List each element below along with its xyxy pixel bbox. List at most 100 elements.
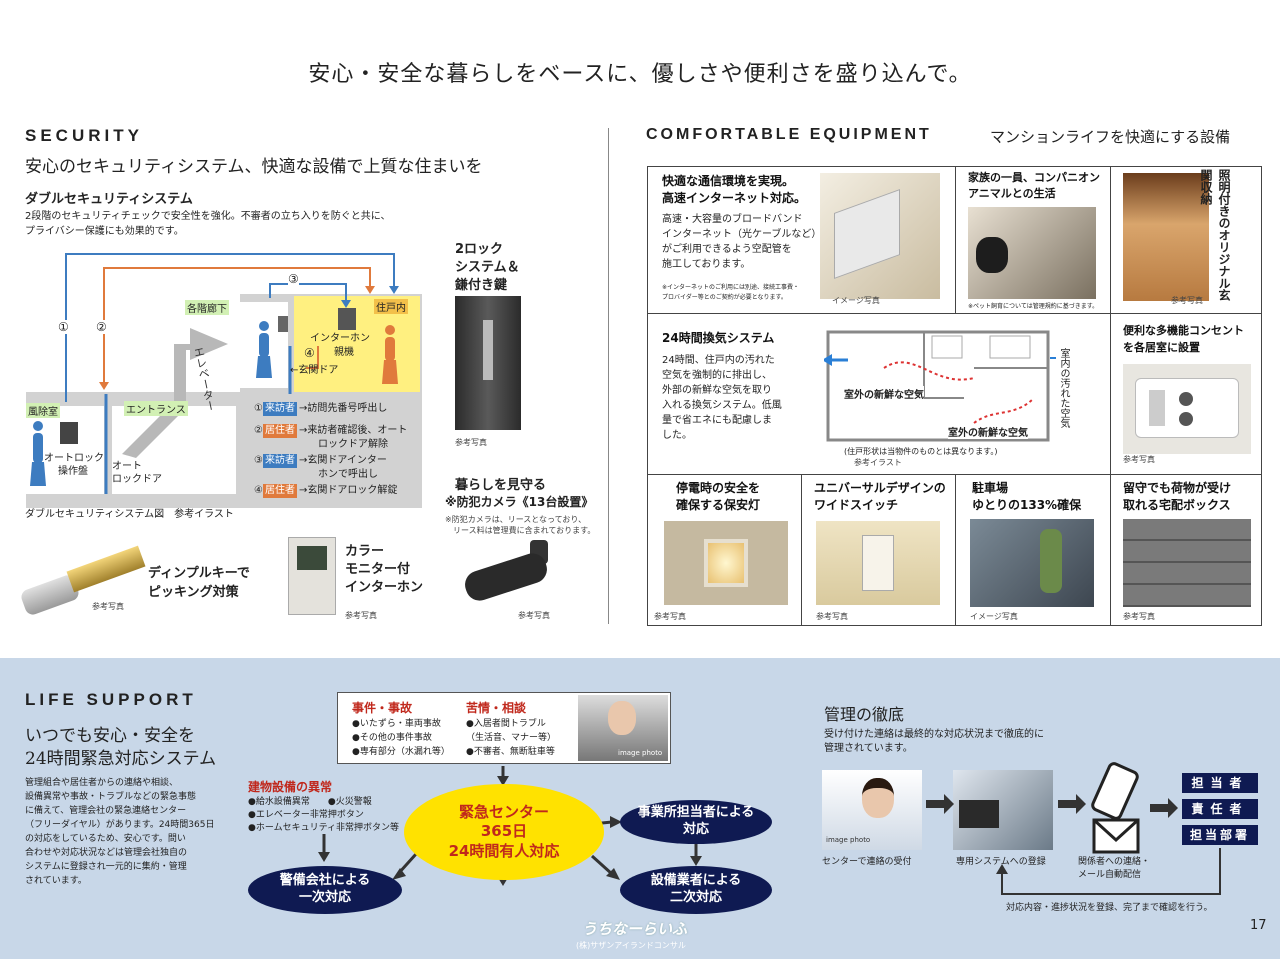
cell-parking: 駐車場 ゆとりの133%確保 イメージ写真 [955,474,1111,626]
cell-outlet: 便利な多機能コンセント を各居室に設置 参考写真 [1110,313,1262,475]
mgmt-bottom-note: 対応内容・進捗状況を登録、完了まで確認を行う。 [1006,903,1213,913]
life-desc-line: に備えて、管理会社の緊急連絡センター [25,806,187,816]
flow-3-label-2: メール自動配信 [1078,870,1142,880]
legend-num: ② [254,425,263,436]
legend-role: 来訪者 [262,402,297,416]
incident-title: 事件・事故 [352,701,413,715]
list-item: ●不審者、無断駐車等 [466,747,555,757]
vent-note: (住戸形状は当物件のものとは異なります。) [844,447,998,456]
diagram-label-autolock-panel-1: オートロック [44,453,104,464]
delivery-title-2: 取れる宅配ボックス [1123,498,1231,512]
facility-co-label-1: 設備業者による [650,873,742,889]
delivery-caption: 参考写真 [1123,612,1155,621]
lock-caption: 参考写真 [455,438,487,447]
guard-response: 警備会社による 一次対応 [248,866,402,914]
door-interphone [278,316,288,332]
diagram-label-fujoshitsu: 風除室 [26,403,60,418]
flow-1-label: センターで連絡の受付 [822,857,912,867]
vent-dirty: 室内の汚れた空気 [1056,348,1071,448]
list-item: （生活音、マナー等） [466,733,557,743]
outlet-title-2: を各居室に設置 [1123,341,1200,354]
double-security-desc-1: 2段階のセキュリティチェックで安全性を強化。不審者の立ち入りを防ぐと共に、 [25,211,391,222]
switch-photo [816,521,940,605]
footer-logo: うちなーらいふ [582,920,688,938]
office-label-1: 事業所担当者による [637,805,755,821]
double-security-diagram [26,253,422,508]
parking-title-1: 駐車場 [972,481,1009,495]
list-item: ●いたずら・車両事故 [352,719,441,729]
diagram-num-1: ① [58,320,69,334]
internet-desc-3: がご利用できるよう空配管を [662,244,792,255]
monitor-caption: 参考写真 [345,611,377,620]
life-desc-line: 管理組合や居住者からの連絡や相談、 [25,778,179,788]
diagram-label-interphone-1: インターホン [310,333,370,344]
dimple-caption: 参考写真 [92,602,124,611]
visitor-figure-floor [256,321,272,378]
switch-title-2: ワイドスイッチ [814,498,899,512]
diagram-label-kaidan: 各階廊下 [185,300,229,315]
vent-fresh-2: 室外の新鮮な空気 [948,424,1028,439]
legend-num: ④ [254,485,263,496]
flow-2-label: 専用システムへの登録 [956,857,1046,867]
vent-caption: 参考イラスト [854,458,902,467]
diagram-label-entrance: エントランス [124,401,188,416]
lock-title-1: 2ロック [455,242,504,257]
diagram-label-genkan-door: ←玄関ドア [290,365,339,376]
operator-photo: image photo [578,695,668,761]
camera-title-1: 暮らしを見守る [455,478,547,493]
life-desc: 管理組合や居住者からの連絡や相談、設備異常や事故・トラブルなどの緊急事態に備えて… [25,776,245,888]
page-headline: 安心・安全な暮らしをベースに、優しさや便利さを盛り込んで。 [308,62,972,87]
internet-title-1: 快適な通信環境を実現。 [662,174,795,188]
light-photo [664,521,788,605]
facility-items: ●給水設備異常 ●火災警報 ●エレベーター非常押ボタン ●ホームセキュリティ非常押ボ… [248,796,399,835]
life-desc-line: システムに登録され一元的に集約・管理 [25,862,187,872]
center-label-3: 24時間有人対応 [448,841,560,860]
flow-3-label-1: 関係者への連絡・ [1078,857,1151,867]
elevator-arrow [122,328,228,458]
monitor-title-2: モニター付 [345,562,411,577]
incident-box: 事件・事故 ●いたずら・車両事故●その他の事件事故●専有部分（水漏れ等） 苦情・… [337,692,671,764]
delivery-photo [1123,519,1251,607]
dimple-title-1: ディンプルキーで [148,566,250,581]
cell-delivery-box: 留守でも荷物が受け 取れる宅配ボックス 参考写真 [1110,474,1262,626]
monitor-title-1: カラー [345,544,385,559]
pet-title-1: 家族の一員、コンパニオン [968,171,1100,184]
resident-figure [382,325,398,384]
life-desc-line: 合わせや対応状況などは管理会社独自の [25,848,188,858]
life-desc-line: 設備異常や事故・トラブルなどの緊急事態 [25,792,197,802]
camera-title-2: ※防犯カメラ《13台設置》 [445,495,594,509]
list-item: ●エレベーター非常押ボタン [248,810,364,820]
diagram-caption: ダブルセキュリティシステム図 参考イラスト [25,509,234,520]
legend-text-2: ホンで呼出し [318,469,378,480]
footer-logo-sub: (株)サザンアイランドコンサル [576,941,686,950]
flow-photo-system [953,770,1053,850]
equipment-subtitle: マンションライフを快適にする設備 [990,128,1231,146]
smartphone-icon [1091,762,1139,820]
internet-caption: イメージ写真 [832,296,880,305]
entrance-storage-title: 照明付きのオリジナル玄関収納 [1199,169,1231,301]
legend-text: →訪問先番号呼出し [298,403,388,414]
list-item: ●入居者間トラブル [466,719,546,729]
route-4-line [306,346,319,369]
outlet-caption: 参考写真 [1123,455,1155,464]
parking-photo [970,519,1094,607]
parking-title-2: ゆとりの133%確保 [972,498,1082,512]
diagram-label-autolock-door-1: オート [112,461,142,472]
security-subtitle: 安心のセキュリティシステム、快適な設備で上質な住まいを [25,157,483,177]
outlet-title-1: 便利な多機能コンセント [1123,324,1244,337]
office-response: 事業所担当者による 対応 [620,800,772,844]
cell-pet: 家族の一員、コンパニオン アニマルとの生活 ※ペット飼育については管理規約に基づ… [955,166,1111,314]
page-number: 17 [1250,918,1267,933]
list-item: ●ホームセキュリティ非常押ボタン等 [248,823,400,833]
vent-desc-3: 外部の新鮮な空気を取り [662,385,772,396]
role-tantosha: 担当者 [1182,773,1258,793]
list-item: ●給水設備異常 ●火災警報 [248,797,372,807]
incident-items: ●いたずら・車両事故●その他の事件事故●専有部分（水漏れ等） [352,717,450,759]
facility-title: 建物設備の異常 [248,780,333,794]
mgmt-title: 管理の徹底 [824,705,905,724]
